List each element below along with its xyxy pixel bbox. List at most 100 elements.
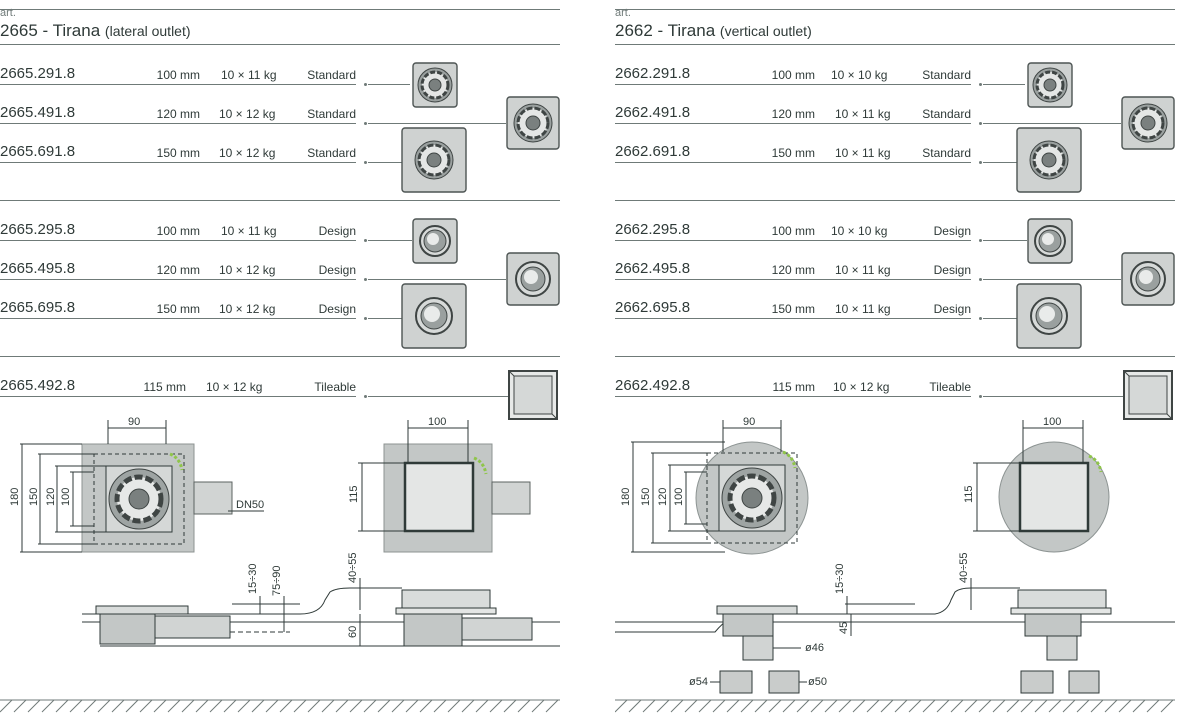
article-type: Design — [318, 263, 356, 277]
leader-line — [368, 84, 410, 85]
leader-line — [368, 318, 402, 319]
art-label: art. — [615, 7, 631, 19]
art-label: art. — [0, 7, 16, 19]
leader-dot — [364, 317, 367, 320]
divider — [0, 200, 560, 201]
grate-thumbnail-standard-150 — [1016, 127, 1082, 193]
grate-thumbnail-standard-150 — [401, 127, 467, 193]
leader-dot — [364, 395, 367, 398]
dim-120: 120 — [45, 488, 57, 506]
dim-180: 180 — [9, 488, 21, 506]
row-line — [615, 84, 971, 85]
title-sub: (vertical outlet) — [719, 23, 812, 39]
grate-thumbnail-design-150 — [401, 283, 467, 349]
article-type: Standard — [307, 146, 356, 160]
section-2662: art. 2662 - Tirana (vertical outlet) 266… — [615, 0, 1175, 714]
article-type: Standard — [922, 146, 971, 160]
article-code: 2665.492.8 — [0, 377, 76, 394]
section-title: 2662 - Tirana (vertical outlet) — [615, 21, 812, 41]
article-size: 150 mm — [771, 146, 815, 160]
grate-thumbnail-tileable — [1123, 370, 1173, 420]
grate-thumbnail-design-150 — [1016, 283, 1082, 349]
section-2665: art. 2665 - Tirana (lateral outlet) 2665… — [0, 0, 560, 714]
article-code: 2662.492.8 — [615, 377, 691, 394]
article-size: 100 mm — [771, 224, 815, 238]
divider — [0, 44, 560, 45]
leader-line — [983, 84, 1025, 85]
row-line — [615, 396, 971, 397]
leader-line — [368, 123, 506, 124]
article-weight: 10 × 11 kg — [835, 146, 891, 160]
dim-115: 115 — [963, 485, 975, 503]
leader-dot — [364, 122, 367, 125]
leader-dot — [364, 161, 367, 164]
technical-drawing-vertical: 90 180 150 120 100 100 115 — [615, 416, 1175, 713]
grate-thumbnail-tileable — [508, 370, 558, 420]
dia-50: ø50 — [808, 676, 827, 688]
article-size: 150 mm — [156, 146, 200, 160]
dim-60: 60 — [347, 626, 359, 638]
leader-dot — [979, 83, 982, 86]
article-weight: 10 × 10 kg — [831, 68, 888, 82]
article-weight: 10 × 11 kg — [835, 263, 891, 277]
outlet-label: DN50 — [236, 499, 264, 511]
leader-dot — [979, 278, 982, 281]
article-code: 2665.695.8 — [0, 299, 76, 316]
adapter-pieces — [710, 670, 1100, 694]
section-view — [615, 578, 1175, 661]
dim-100-top: 100 — [1043, 416, 1061, 428]
title-main: 2665 - Tirana — [0, 21, 101, 40]
row-line — [0, 84, 356, 85]
dim-15-30: 15÷30 — [834, 563, 846, 594]
row-line — [615, 123, 971, 124]
article-type: Standard — [922, 68, 971, 82]
leader-line — [983, 240, 1027, 241]
article-weight: 10 × 12 kg — [206, 380, 263, 394]
leader-dot — [979, 161, 982, 164]
article-size: 150 mm — [156, 302, 200, 316]
divider — [0, 9, 560, 10]
dim-100-top: 100 — [428, 416, 446, 428]
article-size: 115 mm — [143, 380, 186, 394]
technical-drawing-lateral: 90 180 150 120 100 DN50 100 115 — [0, 416, 560, 713]
grate-thumbnail-standard-120 — [1121, 96, 1175, 150]
leader-line — [983, 162, 1017, 163]
row-line — [0, 396, 356, 397]
leader-line — [368, 279, 506, 280]
dim-100: 100 — [673, 488, 685, 506]
article-type: Design — [318, 302, 356, 316]
article-type: Standard — [307, 107, 356, 121]
article-weight: 10 × 11 kg — [835, 302, 891, 316]
section-title: 2665 - Tirana (lateral outlet) — [0, 21, 191, 41]
divider — [615, 200, 1175, 201]
leader-dot — [364, 83, 367, 86]
title-sub: (lateral outlet) — [104, 23, 191, 39]
dim-90: 90 — [743, 416, 755, 428]
divider — [0, 356, 560, 357]
row-line — [0, 162, 356, 163]
plan-view-standard: 90 180 150 120 100 DN50 — [9, 416, 264, 553]
dim-120: 120 — [657, 488, 669, 506]
leader-line — [983, 123, 1121, 124]
article-type: Design — [318, 224, 356, 238]
dim-15-30: 15÷30 — [247, 563, 259, 594]
row-line — [615, 318, 971, 319]
leader-dot — [364, 239, 367, 242]
leader-dot — [979, 395, 982, 398]
leader-line — [368, 162, 402, 163]
article-code: 2665.491.8 — [0, 104, 76, 121]
article-weight: 10 × 11 kg — [221, 224, 277, 238]
article-size: 100 mm — [156, 68, 200, 82]
leader-line — [983, 318, 1017, 319]
article-type: Design — [933, 224, 971, 238]
leader-dot — [364, 278, 367, 281]
divider — [615, 356, 1175, 357]
plan-view-standard: 90 180 150 120 100 — [620, 416, 809, 555]
dim-40-55: 40÷55 — [347, 552, 359, 583]
dim-150: 150 — [640, 488, 652, 506]
article-type: Design — [933, 263, 971, 277]
dim-90: 90 — [128, 416, 140, 428]
article-code: 2662.495.8 — [615, 260, 691, 277]
leader-dot — [979, 317, 982, 320]
grate-thumbnail-design-100 — [412, 218, 458, 264]
